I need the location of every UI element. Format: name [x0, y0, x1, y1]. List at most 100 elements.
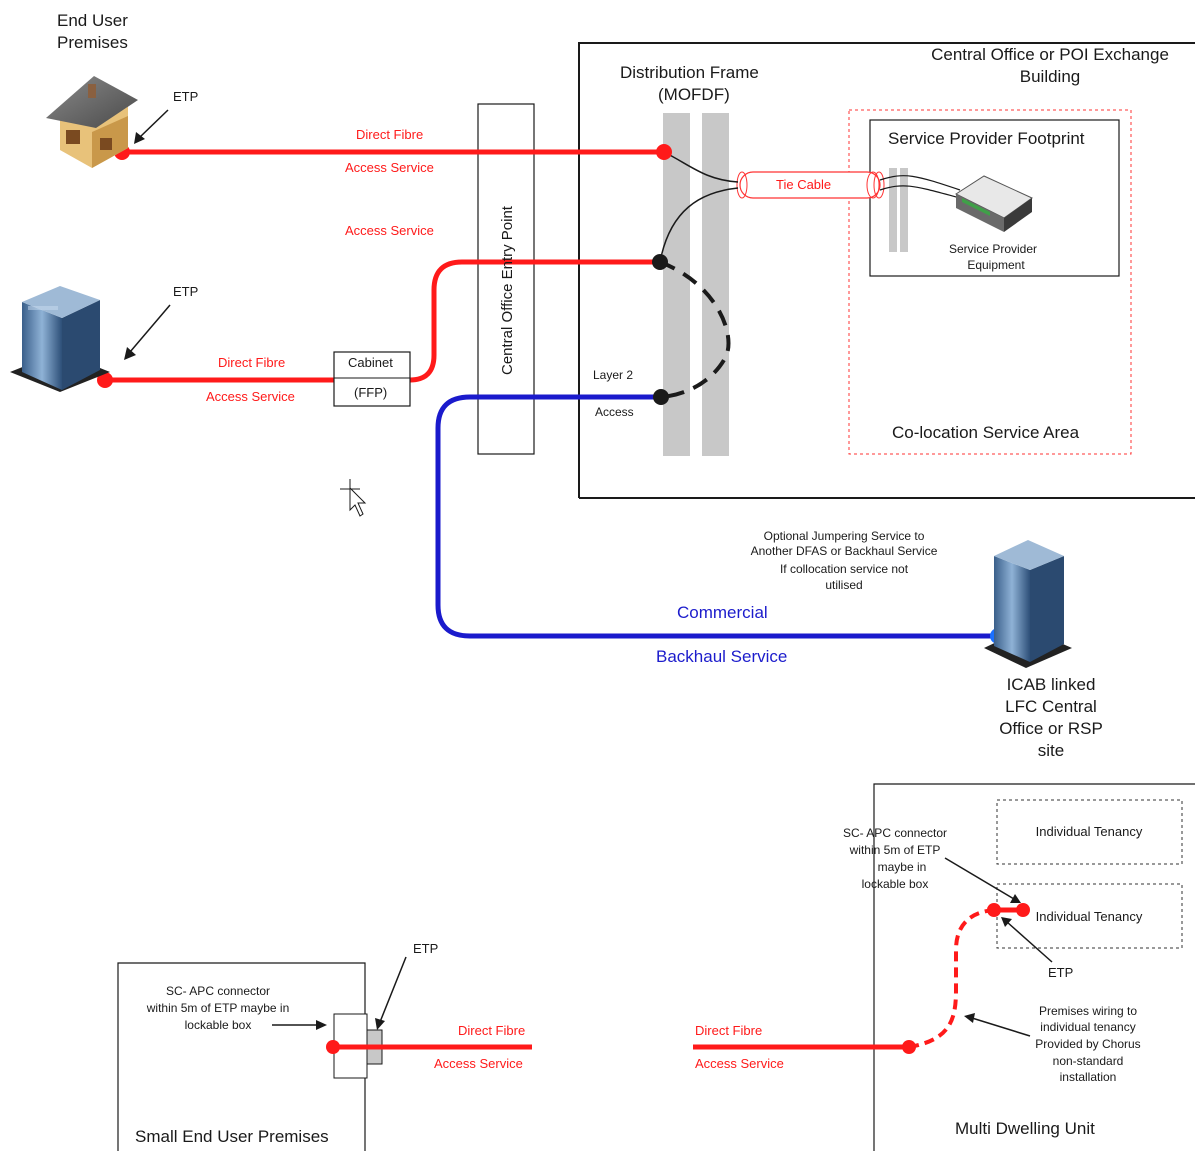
etp-label: ETP [173, 284, 198, 299]
cabinet [333, 351, 411, 407]
etp-arrow-house [139, 109, 169, 138]
access-service-label: Access Service [345, 160, 434, 175]
co-location-label: Co-location Service Area [892, 423, 1080, 442]
etp-label: ETP [1048, 965, 1073, 980]
office-building-icon [10, 286, 110, 392]
wiring-note: installation [1060, 1070, 1117, 1084]
connector-note: within 5m of ETP maybe in [146, 1001, 290, 1015]
sp-frame-bar [889, 168, 897, 252]
mdu-box [873, 783, 1195, 1151]
arrowhead [1010, 894, 1021, 903]
wiring-note: Premises wiring to [1039, 1004, 1137, 1018]
optional-jumpering-note: Optional Jumpering Service to [764, 529, 925, 543]
etp-label: ETP [173, 89, 198, 104]
icab-building-icon [984, 540, 1072, 668]
optional-jumpering-note: Another DFAS or Backhaul Service [751, 544, 938, 558]
connector-arrow-mdu [944, 857, 1015, 900]
sp-equipment-label: Service Provider [949, 242, 1037, 256]
icab-label: site [1038, 741, 1064, 760]
arrowhead [964, 1013, 975, 1023]
icab-label: LFC Central [1005, 697, 1097, 716]
commercial-label: Commercial [677, 603, 768, 622]
central-office-label: Building [1020, 67, 1081, 86]
sp-frame-bar [900, 168, 908, 252]
small-premises-title: Small End User Premises [135, 1127, 329, 1146]
tie-to-equipment [879, 185, 961, 199]
central-office-boundary [578, 42, 1195, 498]
mdu-connector-note: maybe in [878, 860, 927, 874]
icab-label: ICAB linked [1007, 675, 1096, 694]
arrowhead [316, 1020, 327, 1030]
end-user-premises-label: End User [57, 11, 128, 30]
premises-wiring [908, 908, 995, 1049]
tenancy-label: Individual Tenancy [1036, 909, 1143, 924]
jumper-mid [659, 187, 739, 263]
distribution-frame-label: Distribution Frame [620, 63, 759, 82]
move-cursor-icon [340, 479, 367, 517]
tie-cable-end [873, 171, 885, 199]
tie-cable-end [736, 171, 748, 199]
ffp-label: (FFP) [354, 385, 387, 400]
etp-label: ETP [413, 941, 438, 956]
wiring-note: non-standard [1053, 1054, 1124, 1068]
mdu-connector-note: lockable box [862, 877, 929, 891]
access-service-label: Access Service [206, 389, 295, 404]
tie-to-equipment [879, 175, 961, 191]
service-provider-equipment-icon [954, 175, 1033, 232]
backhaul-fibre [435, 394, 998, 639]
direct-fibre-label: Direct Fibre [695, 1023, 762, 1038]
tenancy-dot [1016, 903, 1030, 917]
arrowhead [375, 1018, 385, 1030]
access-service-label: Access Service [434, 1056, 523, 1071]
etp-arrow-building [129, 304, 171, 353]
direct-fibre-label: Direct Fibre [356, 127, 423, 142]
connector-note: lockable box [185, 1018, 252, 1032]
central-office-label: Central Office or POI Exchange [931, 45, 1169, 64]
arrowhead [134, 132, 145, 144]
icab-label: Office or RSP [999, 719, 1103, 738]
direct-fibre-label: Direct Fibre [218, 355, 285, 370]
access-service-label: Access Service [345, 223, 434, 238]
layer2-label: Layer 2 [593, 368, 633, 382]
tie-cable [739, 171, 881, 199]
entry-point-label: Central Office Entry Point [499, 205, 516, 375]
backhaul-service-label: Backhaul Service [656, 647, 787, 666]
tie-cable-end [866, 171, 880, 199]
connector-dot [326, 1040, 340, 1054]
end-user-premises-label: Premises [57, 33, 128, 52]
fibre-cabinet-to-frame [409, 259, 660, 383]
mdu-connector-note: SC- APC connector [843, 826, 947, 840]
distribution-frame-label: (MOFDF) [658, 85, 730, 104]
connector-note: SC- APC connector [166, 984, 270, 998]
tenancy-dot [987, 903, 1001, 917]
wiring-note: individual tenancy [1040, 1020, 1135, 1034]
wiring-arrow [971, 1017, 1031, 1037]
direct-fibre-label: Direct Fibre [458, 1023, 525, 1038]
frame-dot-layer2 [653, 389, 669, 405]
etp-arrow-small [379, 956, 407, 1023]
co-location-area [848, 109, 1132, 455]
arrowhead [124, 347, 136, 360]
mdu-connector-note: within 5m of ETP [849, 843, 941, 857]
frame-bar-right [702, 113, 729, 456]
mdu-entry-dot [902, 1040, 916, 1054]
tie-cable-label: Tie Cable [776, 177, 831, 192]
frame-dot-mid [652, 254, 668, 270]
tenancy-box-1 [996, 799, 1183, 865]
optional-jumpering-note: If collocation service not [780, 562, 909, 576]
access-label: Access [595, 405, 634, 419]
arrowhead [1001, 917, 1012, 927]
sp-equipment-label: Equipment [967, 258, 1025, 272]
optional-jumpering-note: utilised [825, 578, 862, 592]
mdu-title: Multi Dwelling Unit [955, 1119, 1095, 1138]
tenancy-box-2 [996, 883, 1183, 949]
cabinet-label: Cabinet [348, 355, 393, 370]
etp-arrow-mdu [1006, 921, 1053, 963]
jumper-top [663, 151, 739, 183]
house-icon [46, 76, 138, 168]
access-service-label: Access Service [695, 1056, 784, 1071]
tenancy-label: Individual Tenancy [1036, 824, 1143, 839]
etp-dot-building [97, 372, 113, 388]
frame-dot-top [656, 144, 672, 160]
